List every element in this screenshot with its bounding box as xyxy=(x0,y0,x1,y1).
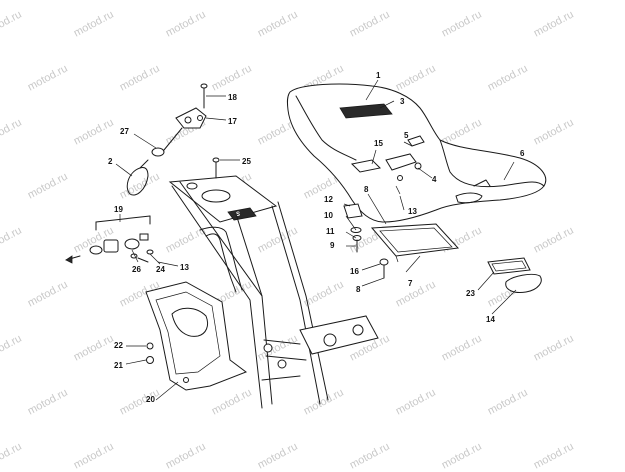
callout-14: 14 xyxy=(486,315,495,324)
callout-20: 20 xyxy=(146,395,155,404)
cable-part xyxy=(126,167,149,196)
latch-hardware xyxy=(343,203,389,279)
seat-cover-parts xyxy=(487,257,542,293)
grommet-part xyxy=(151,147,165,157)
undertray xyxy=(145,281,248,391)
callout-12: 12 xyxy=(324,195,333,204)
callout-8b: 8 xyxy=(356,285,361,294)
seat-brackets xyxy=(350,135,425,195)
callout-19: 19 xyxy=(114,205,123,214)
callout-4: 4 xyxy=(432,175,437,184)
callout-24: 24 xyxy=(156,265,165,274)
callout-1: 1 xyxy=(376,71,381,80)
seat-badge xyxy=(339,103,393,119)
callout-7: 7 xyxy=(408,279,413,288)
callout-13a: 13 xyxy=(408,207,417,216)
callout-13b: 13 xyxy=(180,263,189,272)
callout-25: 25 xyxy=(242,157,251,166)
seat-tray xyxy=(370,223,460,263)
callout-6: 6 xyxy=(520,149,525,158)
callout-2: 2 xyxy=(108,157,113,166)
callout-labels: 1 2 3 4 5 6 7 8 8 9 10 11 12 13 13 14 15… xyxy=(108,71,525,404)
callout-9: 9 xyxy=(330,241,335,250)
callout-15: 15 xyxy=(374,139,383,148)
callout-5: 5 xyxy=(404,131,409,140)
callout-26: 26 xyxy=(132,265,141,274)
seat-lock-bracket xyxy=(175,83,208,129)
callout-8a: 8 xyxy=(364,185,369,194)
callout-17: 17 xyxy=(228,117,237,126)
callout-18: 18 xyxy=(228,93,237,102)
callout-27: 27 xyxy=(120,127,129,136)
seat-part xyxy=(286,83,547,223)
leader-lines xyxy=(115,79,517,401)
callout-11: 11 xyxy=(326,227,335,236)
callout-21: 21 xyxy=(114,361,123,370)
callout-23: 23 xyxy=(466,289,475,298)
rear-subframe: S xyxy=(168,175,379,409)
callout-22: 22 xyxy=(114,341,123,350)
callout-16: 16 xyxy=(350,267,359,276)
callout-10: 10 xyxy=(324,211,333,220)
seat-lock-assembly xyxy=(65,215,154,264)
svg-text:S: S xyxy=(236,212,240,218)
callout-3: 3 xyxy=(400,97,405,106)
